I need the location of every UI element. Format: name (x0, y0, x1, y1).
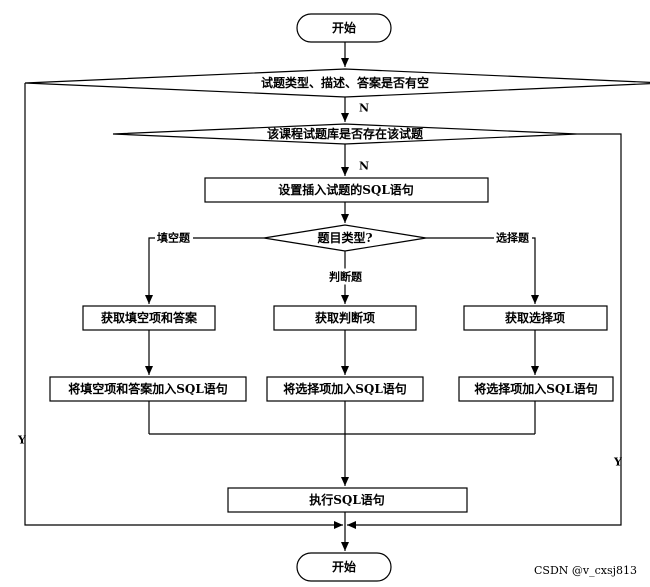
get-choice-box (463, 305, 608, 331)
label-y-right: Y (613, 456, 622, 469)
get-blank-text: 获取填空项和答案 (100, 310, 198, 325)
decision-fields-text: 试题类型、描述、答案是否有空 (261, 75, 429, 90)
decision-fields-empty (24, 68, 650, 98)
edge-type-to-blank (145, 237, 264, 304)
edge-fields-yes (24, 83, 343, 529)
label-branch-blank: 填空题 (157, 231, 191, 245)
add-judge-box (266, 376, 424, 402)
label-y-left: Y (17, 434, 26, 447)
start-terminal (296, 13, 392, 43)
set-sql-text: 设置插入试题的SQL语句 (278, 182, 414, 197)
add-choice-text: 将选择项加入SQL语句 (474, 381, 598, 396)
decision-exists-text: 该课程试题库是否存在该试题 (267, 126, 424, 141)
label-branch-choice-bg (494, 229, 532, 246)
watermark: CSDN @v_cxsj813 (534, 564, 637, 577)
exec-sql-text: 执行SQL语句 (309, 492, 385, 507)
label-branch-judge-bg (327, 268, 365, 285)
get-choice-text: 获取选择项 (504, 310, 565, 325)
get-blank-box (82, 305, 216, 331)
label-n1: N (359, 102, 369, 115)
label-branch-judge: 判断题 (329, 270, 363, 284)
add-blank-text: 将填空项和答案加入SQL语句 (68, 381, 228, 396)
edge-type-to-choice (426, 237, 539, 304)
end-terminal (296, 552, 392, 582)
set-sql-box (204, 177, 489, 203)
add-choice-box (458, 376, 614, 402)
add-blank-box (49, 376, 247, 402)
connectors (24, 42, 622, 551)
get-judge-text: 获取判断项 (314, 310, 375, 325)
add-judge-text: 将选择项加入SQL语句 (283, 381, 407, 396)
decision-type-text: 题目类型? (317, 230, 372, 245)
start-text: 开始 (332, 20, 356, 35)
label-branch-blank-bg (155, 229, 193, 246)
label-branch-choice: 选择题 (496, 231, 530, 245)
edge-exists-yes (347, 133, 622, 529)
exec-sql-box (227, 487, 468, 513)
end-text: 开始 (332, 559, 356, 574)
label-n2: N (359, 160, 369, 173)
